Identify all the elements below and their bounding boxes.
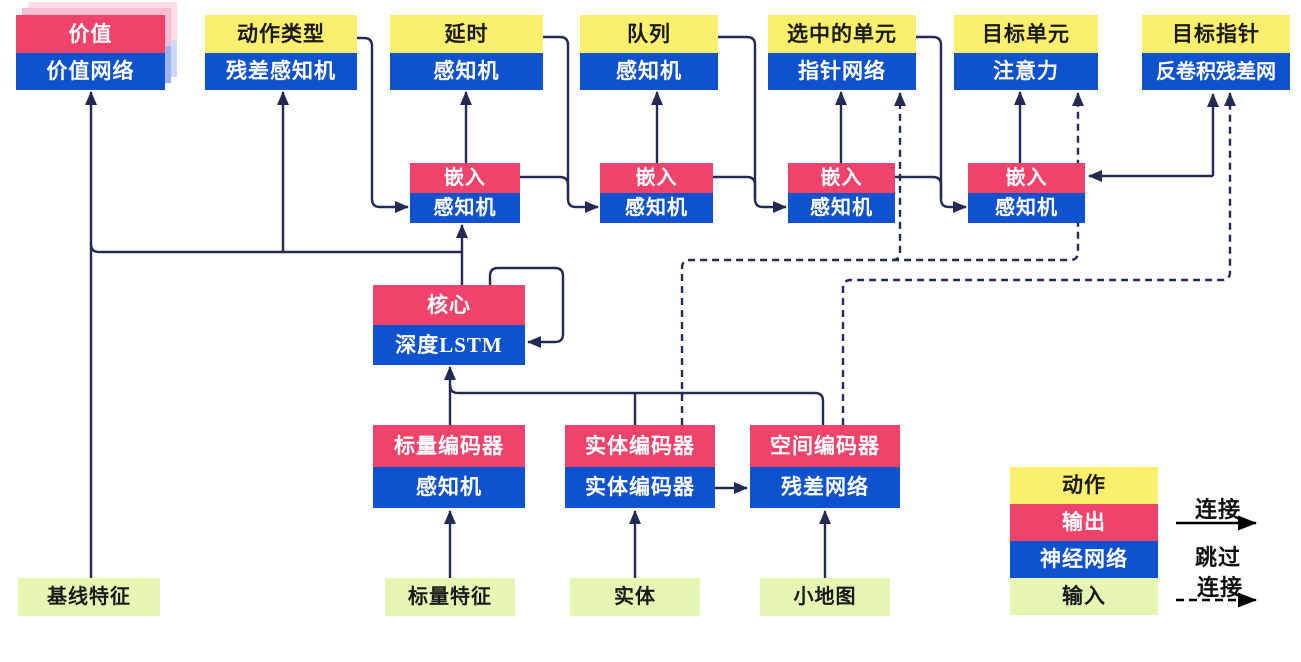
spatial-encoder-label: 空间编码器 (750, 425, 900, 467)
module-spatial-encoder: 空间编码器 残差网络 (750, 425, 900, 508)
wire-actiontype-to-embed1 (357, 36, 409, 213)
input-minimap: 小地图 (760, 578, 890, 616)
module-scalar-encoder: 标量编码器 感知机 (373, 425, 525, 508)
module-target-unit: 目标单元 注意力 (954, 15, 1098, 90)
module-delay: 延时 感知机 (390, 15, 543, 90)
wire-core-left-branch (89, 243, 462, 254)
spatial-encoder-network-label: 残差网络 (750, 467, 900, 508)
embed-4-label: 嵌入 (968, 163, 1085, 193)
wire-entity-spatial-merge (448, 384, 825, 425)
legend-skip-label-line1: 跳过 (1194, 545, 1241, 570)
legend-skip-label-line2: 连接 (1196, 575, 1243, 600)
module-selected-units: 选中的单元 指针网络 (768, 15, 916, 90)
legend-action-label: 动作 (1010, 467, 1158, 504)
value-output-label: 价值 (16, 15, 165, 53)
wire-entityskip-to-attention (680, 92, 1084, 425)
wire-embed3-to-embed4 (895, 175, 967, 213)
target-unit-label: 目标单元 (954, 15, 1098, 53)
module-action-type: 动作类型 残差感知机 (205, 15, 357, 90)
queue-network-label: 感知机 (580, 53, 718, 90)
wire-delay-down (543, 35, 570, 199)
core-network-label: 深度LSTM (373, 325, 525, 365)
scalar-encoder-network-label: 感知机 (373, 467, 525, 508)
embed-1-network-label: 感知机 (410, 193, 520, 223)
queue-label: 队列 (580, 15, 718, 53)
wire-selected-down (916, 35, 943, 199)
wire-entityskip-to-pointer (891, 92, 906, 262)
scalar-encoder-label: 标量编码器 (373, 425, 525, 467)
embed-2-network-label: 感知机 (600, 193, 713, 223)
module-target-pointer: 目标指针 反卷积残差网 (1142, 15, 1290, 90)
input-baseline-features: 基线特征 (18, 578, 160, 616)
value-network-label: 价值网络 (16, 53, 165, 90)
delay-label: 延时 (390, 15, 543, 53)
legend-connection-label: 连接 (1194, 497, 1241, 522)
embed-3-network-label: 感知机 (788, 193, 895, 223)
target-pointer-label: 目标指针 (1142, 15, 1290, 53)
wire-queue-down (718, 35, 757, 199)
minimap-label: 小地图 (760, 578, 890, 616)
legend-input-label: 输入 (1010, 578, 1158, 615)
core-label: 核心 (373, 285, 525, 325)
module-queue: 队列 感知机 (580, 15, 718, 90)
wire-spatialskip-to-deconv (841, 92, 1236, 425)
module-embed-1: 嵌入 感知机 (410, 163, 520, 223)
module-embed-3: 嵌入 感知机 (788, 163, 895, 223)
module-value: 价值 价值网络 (16, 15, 165, 90)
target-unit-network-label: 注意力 (954, 53, 1098, 90)
wire-embed1-to-embed2 (520, 175, 599, 213)
baseline-features-label: 基线特征 (18, 578, 160, 616)
embed-3-label: 嵌入 (788, 163, 895, 193)
legend-network-label: 神经网络 (1010, 541, 1158, 578)
legend-color-key: 动作 输出 神经网络 输入 (1010, 467, 1158, 615)
embed-2-label: 嵌入 (600, 163, 713, 193)
selected-units-network-label: 指针网络 (768, 53, 916, 90)
input-scalar-features: 标量特征 (385, 578, 515, 616)
entities-label: 实体 (570, 578, 700, 616)
input-entities: 实体 (570, 578, 700, 616)
target-pointer-network-label: 反卷积残差网 (1142, 53, 1290, 90)
scalar-features-label: 标量特征 (385, 578, 515, 616)
entity-encoder-label: 实体编码器 (565, 425, 715, 467)
module-core: 核心 深度LSTM (373, 285, 525, 365)
wire-embed2-to-embed3 (713, 175, 787, 213)
module-entity-encoder: 实体编码器 实体编码器 (565, 425, 715, 508)
action-type-label: 动作类型 (205, 15, 357, 53)
legend-output-label: 输出 (1010, 504, 1158, 541)
embed-1-label: 嵌入 (410, 163, 520, 193)
entity-encoder-network-label: 实体编码器 (565, 467, 715, 508)
module-embed-4: 嵌入 感知机 (968, 163, 1085, 223)
selected-units-label: 选中的单元 (768, 15, 916, 53)
delay-network-label: 感知机 (390, 53, 543, 90)
wire-core-recurrent-loop (488, 266, 565, 348)
embed-4-network-label: 感知机 (968, 193, 1085, 223)
module-embed-2: 嵌入 感知机 (600, 163, 713, 223)
action-type-network-label: 残差感知机 (205, 53, 357, 90)
